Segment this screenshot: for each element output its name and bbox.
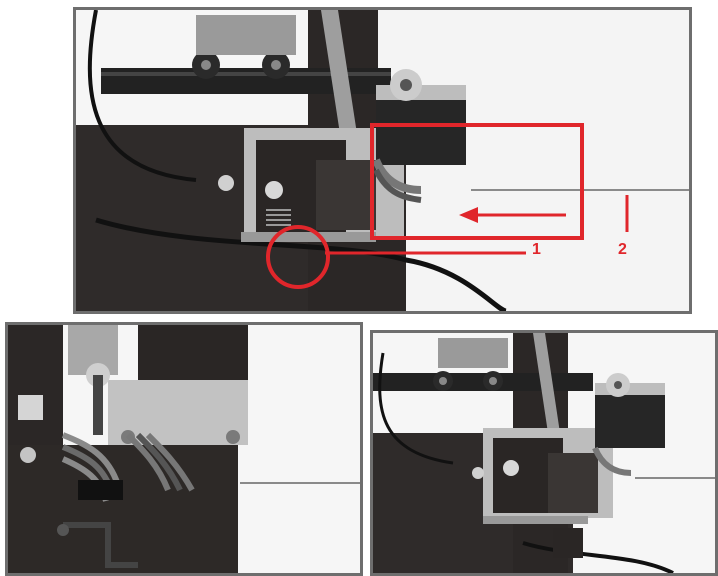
bottom-left-closeup-panel	[5, 322, 363, 576]
extruder-closeup-illustration	[8, 325, 360, 573]
bottom-right-overview-panel	[370, 330, 718, 576]
annotation-overlay	[266, 123, 629, 289]
direction-arrow-head	[459, 207, 478, 223]
printer-extruder-illustration	[76, 10, 689, 311]
highlight-box	[370, 123, 584, 240]
printer-assembled-illustration	[373, 333, 715, 573]
callout-label-2: 2	[618, 241, 627, 258]
callout-label-1: 1	[532, 241, 541, 258]
highlight-circle	[266, 225, 330, 289]
top-overview-panel	[73, 7, 692, 314]
